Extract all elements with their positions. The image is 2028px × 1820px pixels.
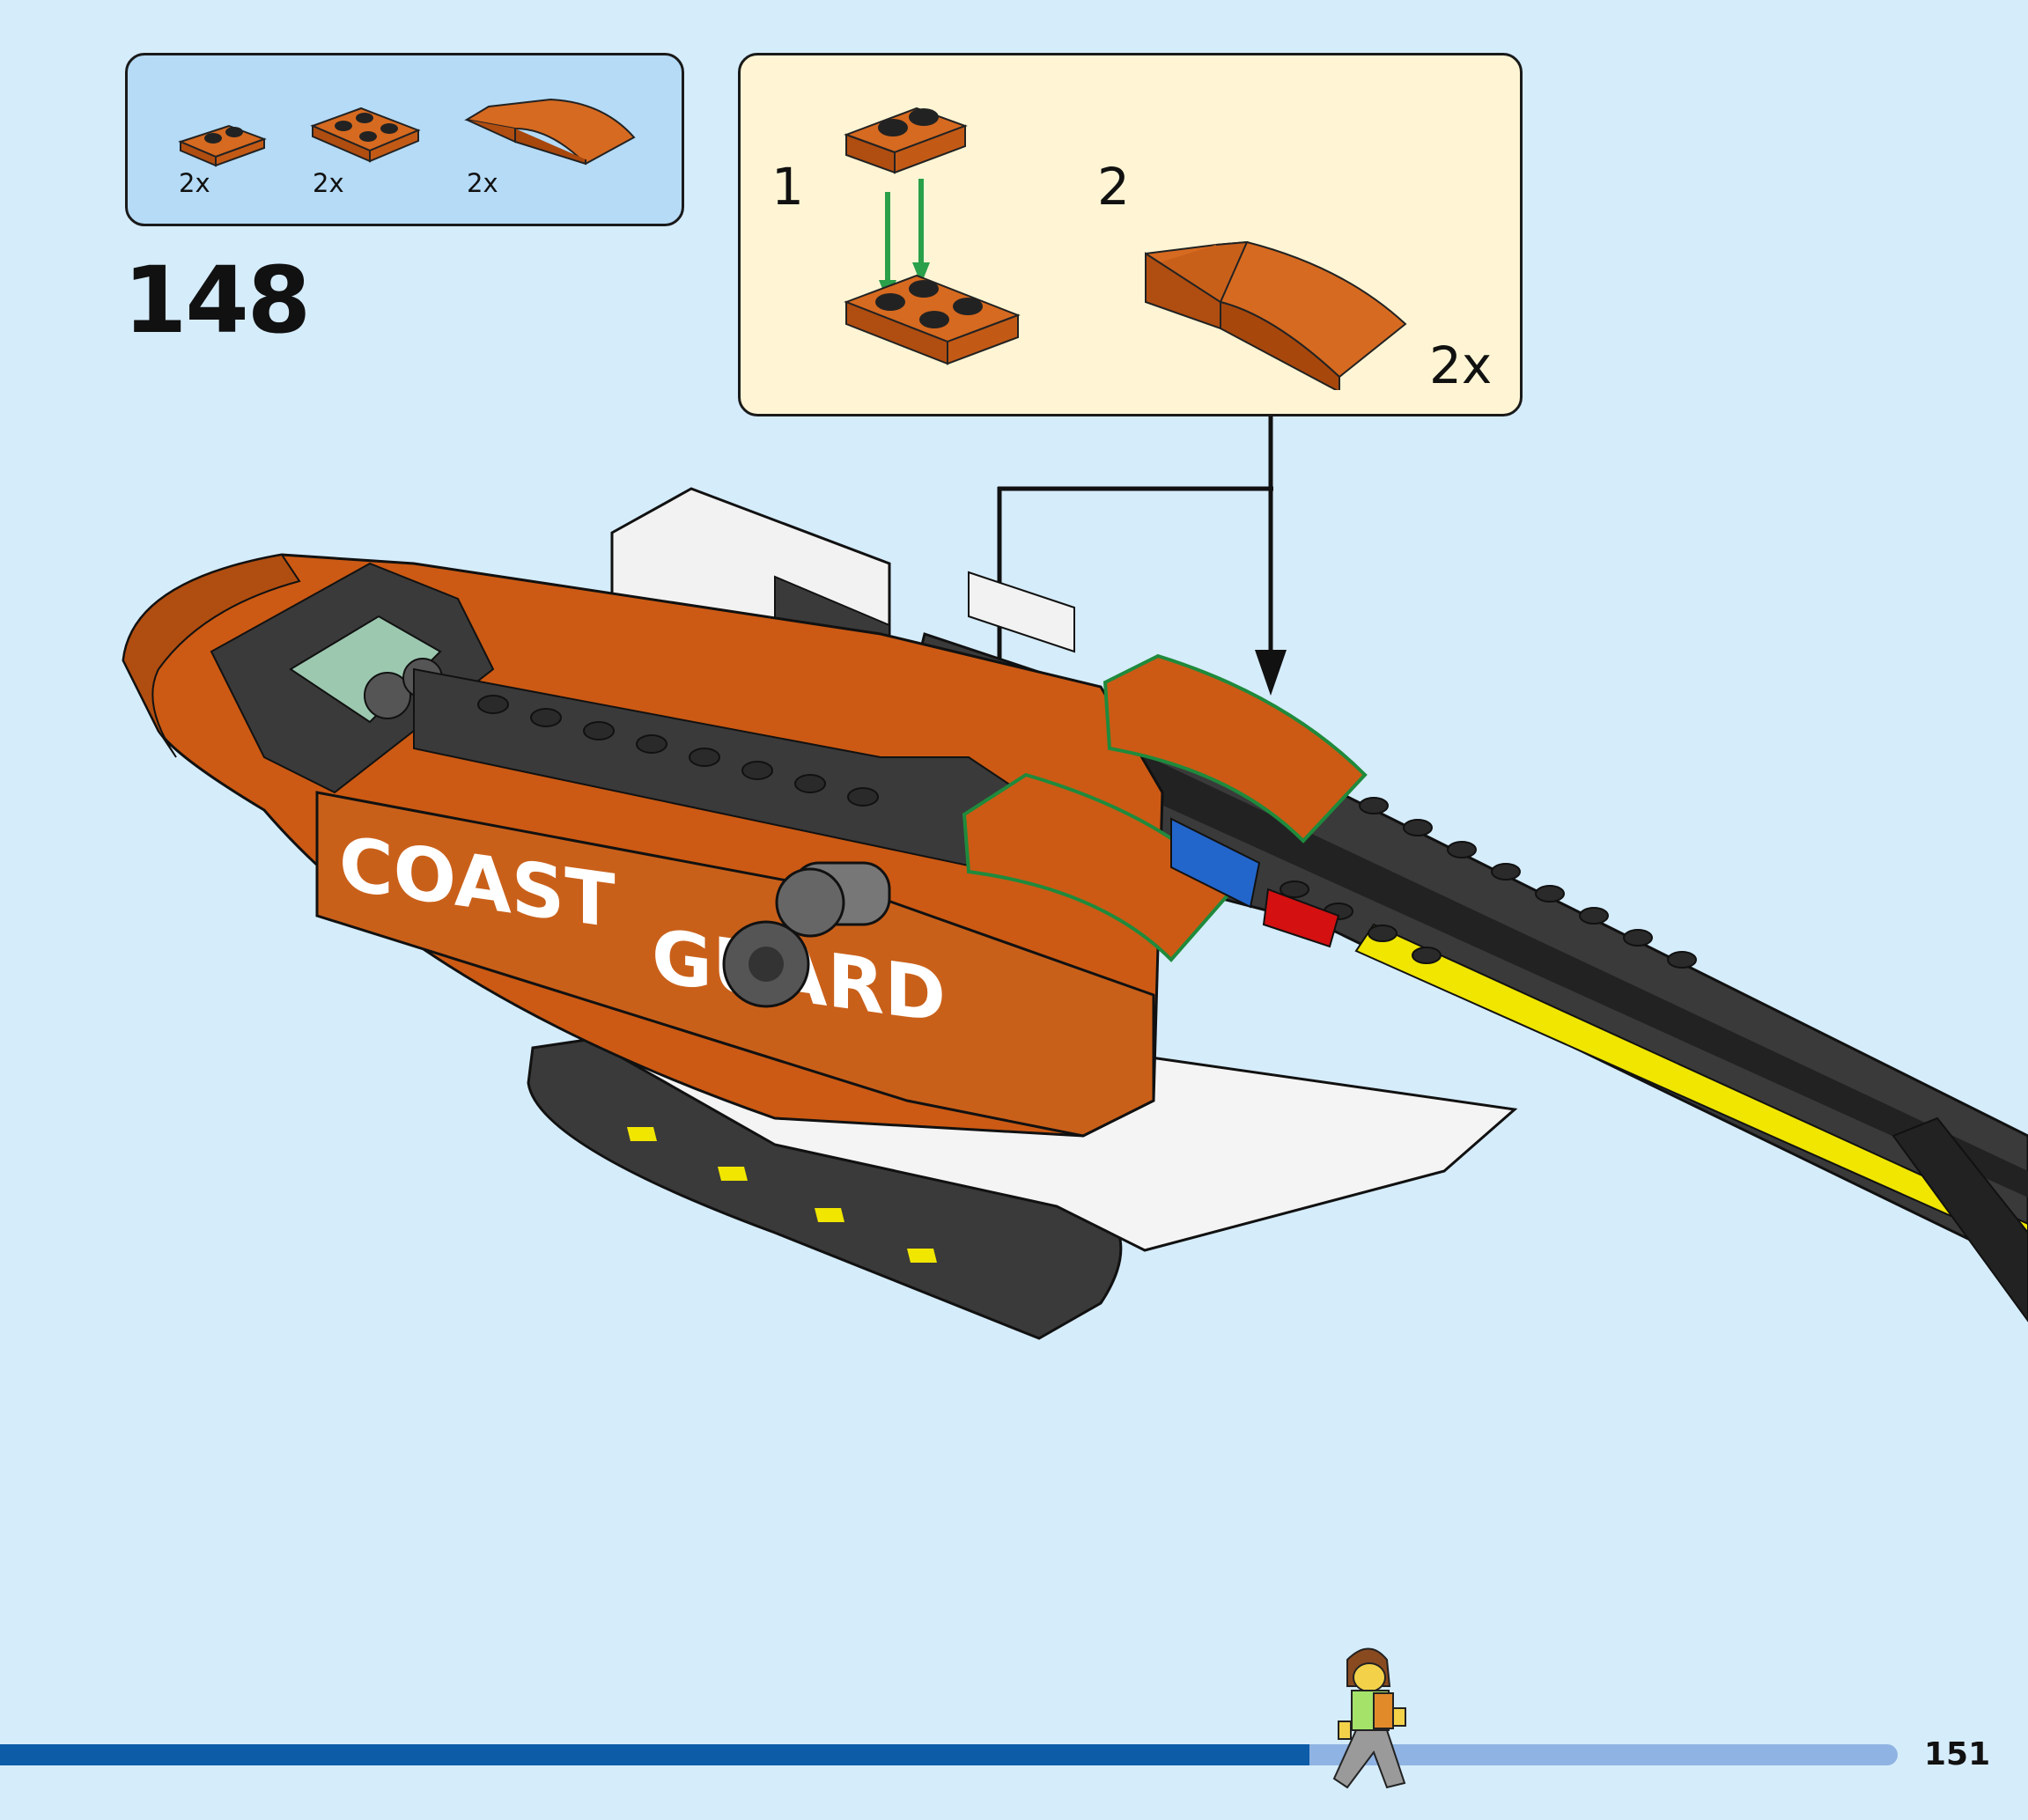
- minifig-runner-icon: [1321, 1642, 1418, 1796]
- page-number: 151: [1924, 1736, 1990, 1772]
- progress-bar: [0, 1744, 1898, 1765]
- progress-bar-fill: [0, 1744, 1309, 1765]
